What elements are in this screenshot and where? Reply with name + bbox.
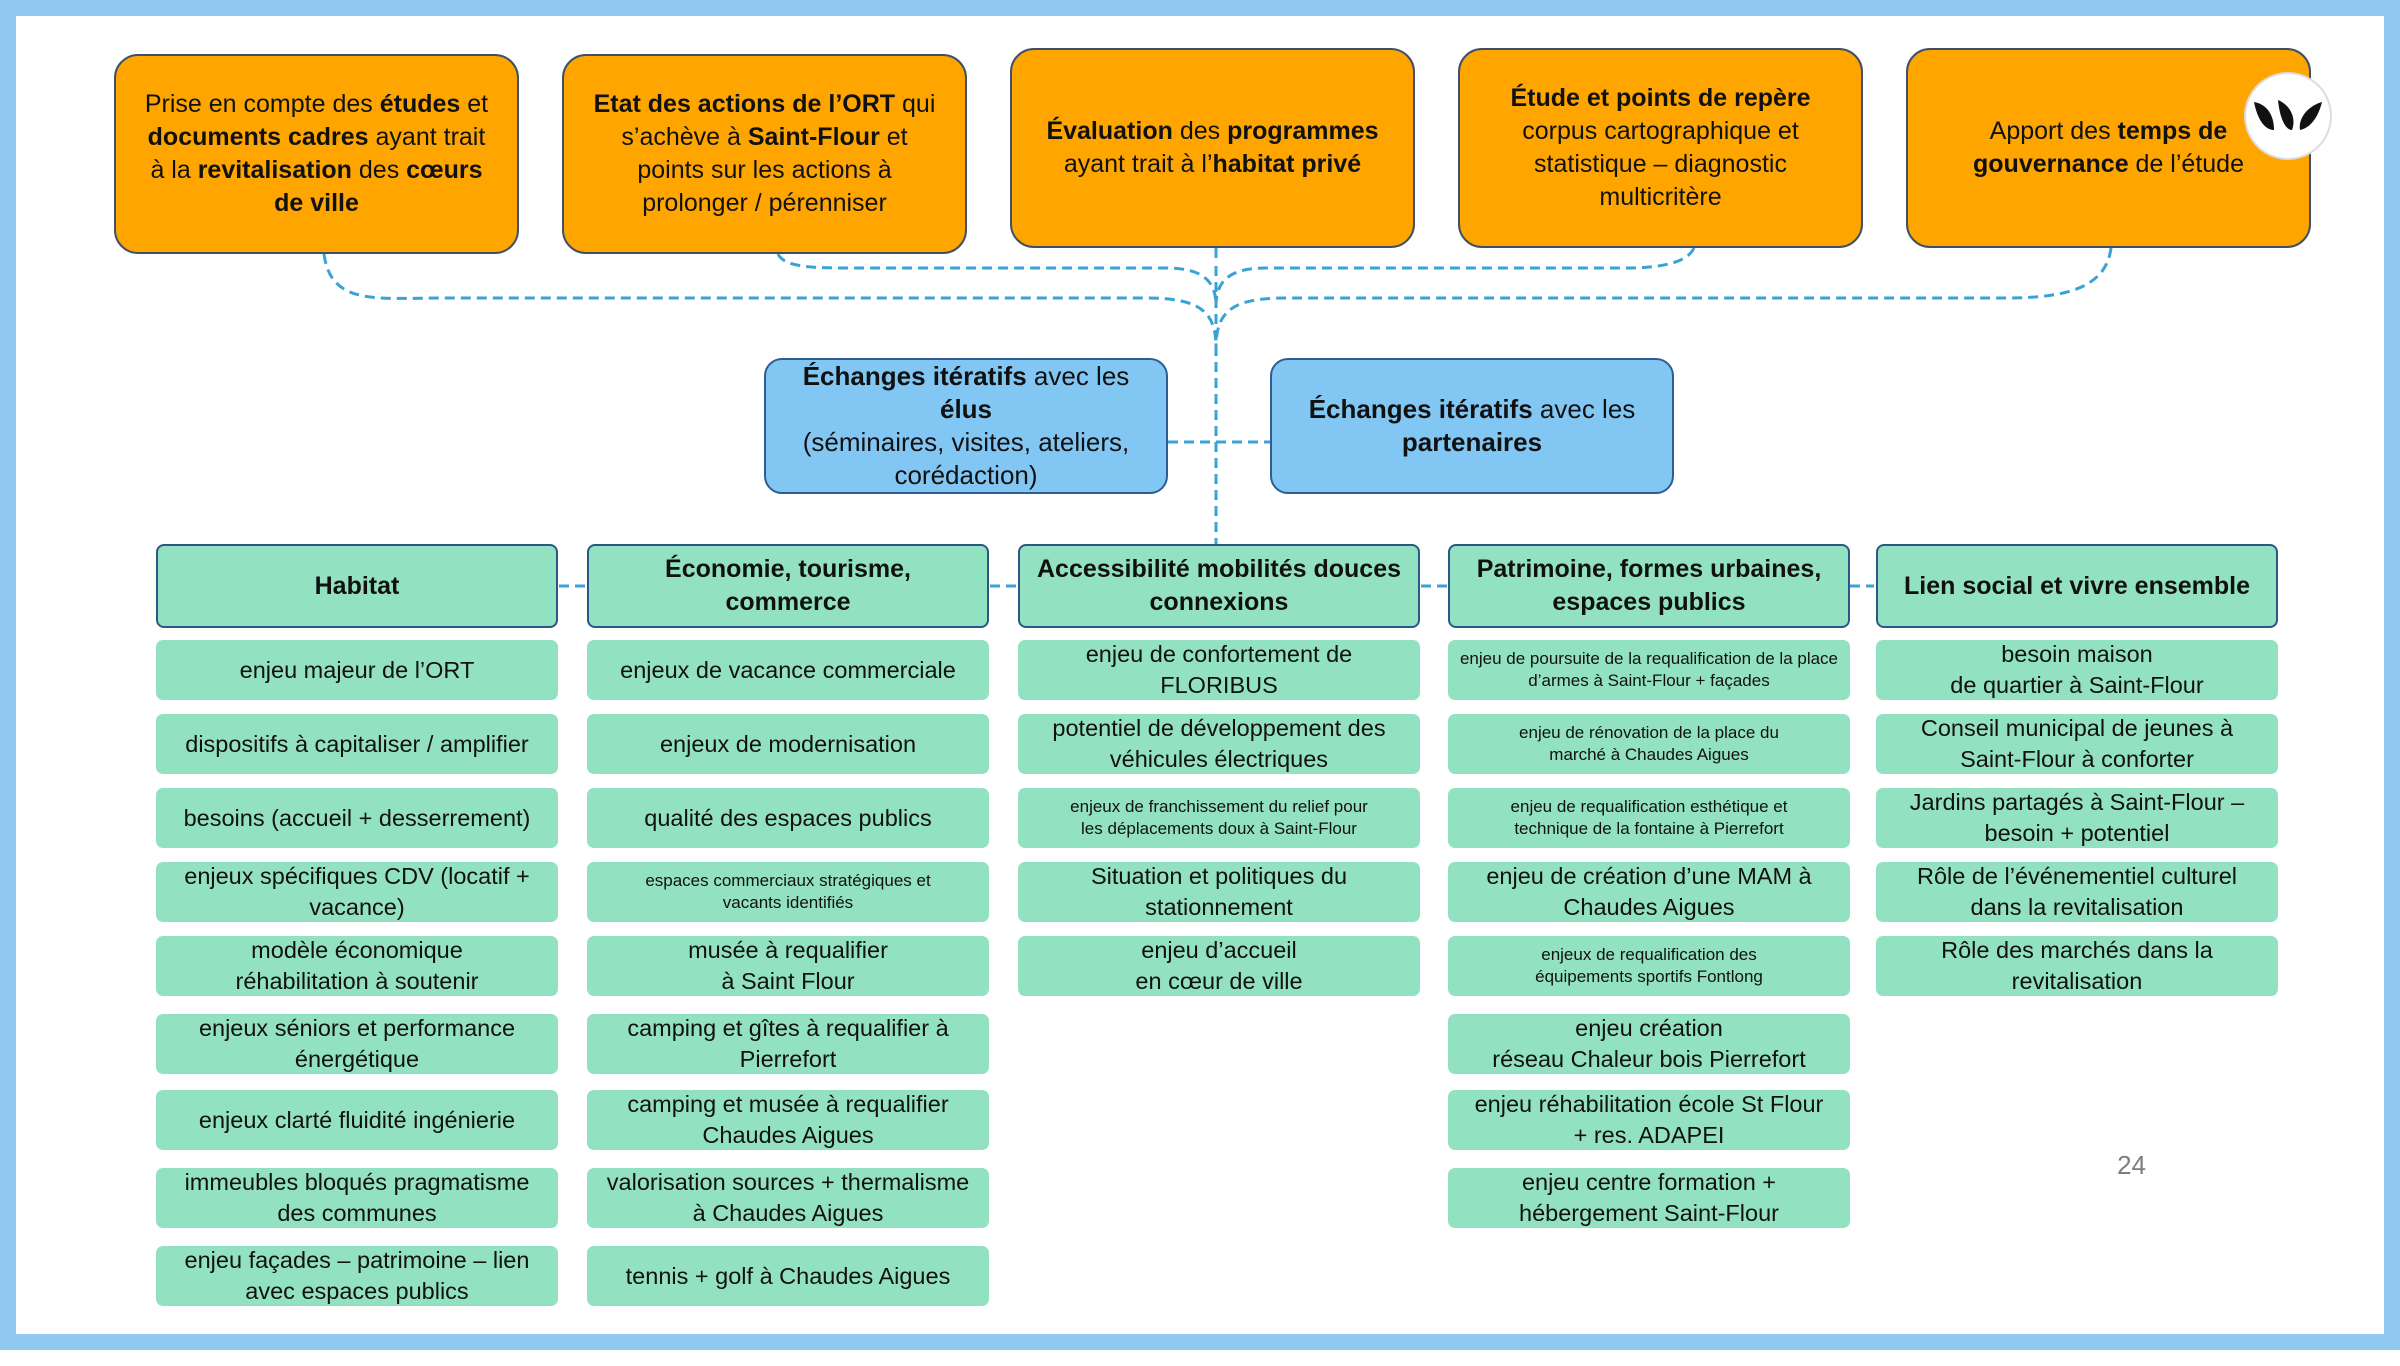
box-echanges-elus: Échanges itératifs avec les élus(séminai…: [764, 358, 1168, 494]
column-header: Lien social et vivre ensemble: [1876, 544, 2278, 628]
theme-item: dispositifs à capitaliser / amplifier: [156, 714, 558, 774]
theme-item: enjeu de poursuite de la requalification…: [1448, 640, 1850, 700]
top-box-etudes: Prise en compte des études et documents …: [114, 54, 519, 254]
theme-item: enjeux clarté fluidité ingénierie: [156, 1090, 558, 1150]
logo-icon: [2244, 72, 2332, 160]
page-number: 24: [2117, 1150, 2146, 1180]
column-header: Économie, tourisme,commerce: [587, 544, 989, 628]
theme-item: Jardins partagés à Saint-Flour –besoin +…: [1876, 788, 2278, 848]
box-text: Échanges itératifs avec les élus(séminai…: [802, 361, 1130, 490]
dashed-connectors: [322, 247, 2113, 588]
box-text: Prise en compte des études et documents …: [144, 90, 489, 217]
theme-item: qualité des espaces publics: [587, 788, 989, 848]
theme-item: enjeu centre formation +hébergement Sain…: [1448, 1168, 1850, 1228]
theme-item: enjeux de modernisation: [587, 714, 989, 774]
column-header: Patrimoine, formes urbaines,espaces publ…: [1448, 544, 1850, 628]
theme-item: enjeu réhabilitation école St Flour+ res…: [1448, 1090, 1850, 1150]
theme-item: tennis + golf à Chaudes Aigues: [587, 1246, 989, 1306]
theme-item: enjeux spécifiques CDV (locatif +vacance…: [156, 862, 558, 922]
theme-item: enjeu majeur de l’ORT: [156, 640, 558, 700]
theme-item: besoins (accueil + desserrement): [156, 788, 558, 848]
column-header: Habitat: [156, 544, 558, 628]
theme-item: enjeux de vacance commerciale: [587, 640, 989, 700]
